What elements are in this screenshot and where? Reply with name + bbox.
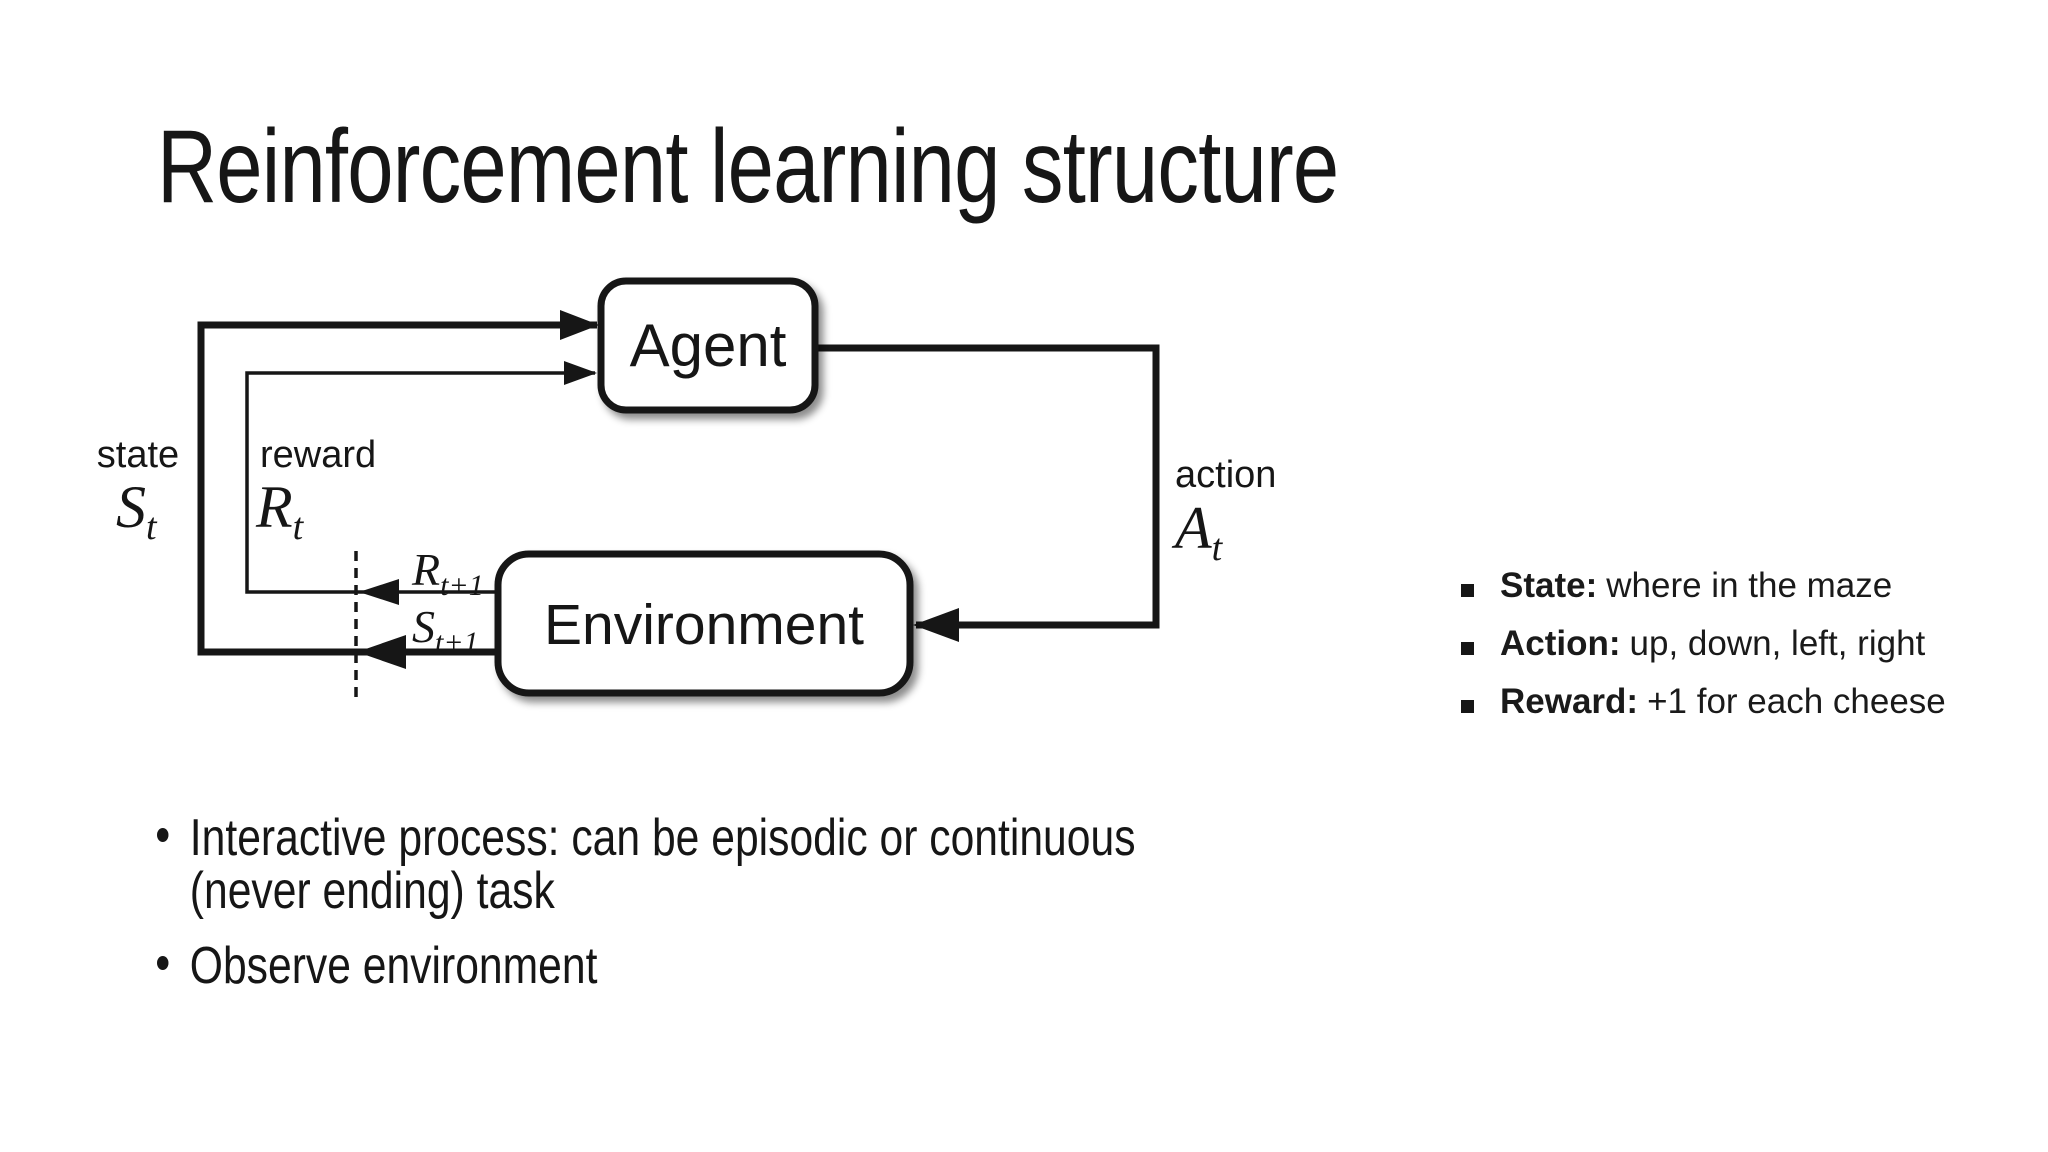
environment-box-label: Environment bbox=[544, 593, 864, 657]
list-item: Interactive process: can be episodic or … bbox=[157, 812, 1136, 918]
key-point-text: +1 for each cheese bbox=[1647, 682, 1946, 721]
key-point-reward: Reward: +1 for each cheese bbox=[1461, 682, 1946, 740]
bullet-line: Interactive process: can be episodic or … bbox=[189, 809, 1136, 867]
key-points-list: State: where in the maze Action: up, dow… bbox=[1461, 566, 1946, 740]
action-loop-line bbox=[815, 344, 1160, 629]
next-state-arrowhead bbox=[357, 635, 406, 669]
page-title: Reinforcement learning structure bbox=[157, 109, 1339, 225]
bullet-text: Interactive process: can be episodic or … bbox=[190, 812, 1136, 918]
bullet-line: Observe environment bbox=[189, 937, 598, 995]
environment-box bbox=[494, 550, 914, 697]
list-item: Observe environment bbox=[157, 940, 1136, 993]
key-point-label: Action: bbox=[1500, 624, 1621, 663]
bullet-square-icon bbox=[1461, 642, 1474, 655]
reward-into-agent-arrowhead bbox=[564, 361, 597, 385]
action-label: action bbox=[1175, 454, 1276, 496]
action-into-environment-arrowhead bbox=[913, 608, 959, 642]
reward-symbol: Rt bbox=[255, 474, 305, 548]
key-point-text: where in the maze bbox=[1606, 566, 1893, 605]
key-point-label: State: bbox=[1500, 566, 1598, 605]
state-loop-line bbox=[197, 321, 597, 656]
key-point-state: State: where in the maze bbox=[1461, 566, 1946, 624]
bullet-square-icon bbox=[1461, 584, 1474, 597]
bullet-dot-icon bbox=[157, 956, 169, 970]
agent-box bbox=[597, 277, 819, 414]
action-symbol: At bbox=[1171, 495, 1224, 569]
key-point-text: up, down, left, right bbox=[1629, 624, 1926, 663]
next-reward-arrowhead bbox=[359, 579, 399, 605]
key-point-action: Action: up, down, left, right bbox=[1461, 624, 1946, 682]
state-into-agent-arrowhead bbox=[560, 310, 599, 340]
bullet-text: Observe environment bbox=[190, 940, 598, 993]
bullet-square-icon bbox=[1461, 700, 1474, 713]
state-symbol: St bbox=[116, 474, 158, 548]
reward-label: reward bbox=[260, 434, 376, 476]
bullet-line: (never ending) task bbox=[189, 862, 555, 920]
agent-box-label: Agent bbox=[630, 312, 787, 379]
key-point-label: Reward: bbox=[1500, 682, 1639, 721]
next-reward-symbol: Rt+1 bbox=[411, 544, 484, 602]
bullet-list: Interactive process: can be episodic or … bbox=[157, 812, 1136, 993]
state-label: state bbox=[97, 434, 179, 476]
bullet-dot-icon bbox=[157, 828, 169, 842]
next-state-symbol: St+1 bbox=[412, 601, 479, 659]
